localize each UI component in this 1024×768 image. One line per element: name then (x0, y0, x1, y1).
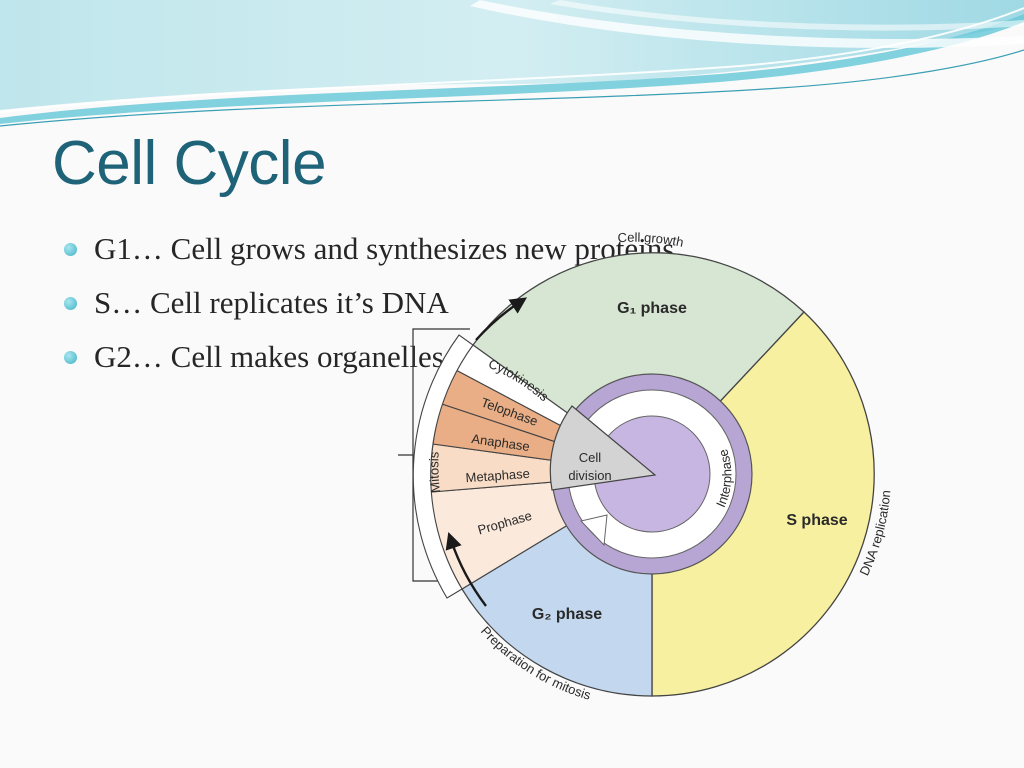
interphase-label: Interphase (713, 447, 734, 509)
prep-arrow-icon (445, 532, 487, 607)
bullet-s: S… Cell replicates it’s DNA (64, 276, 743, 330)
bullet-dot-icon (64, 351, 77, 364)
s-phase-label: S phase (786, 512, 847, 529)
mitosis-rim (412, 334, 474, 599)
bullet-g1: G1… Cell grows and synthesizes new prote… (64, 222, 743, 276)
cell-growth-label: Cell growth (617, 230, 685, 250)
bullet-s-text: S… Cell replicates it’s DNA (94, 285, 449, 320)
g1-phase-label: G₁ phase (617, 300, 687, 317)
cell-division-wedge (549, 405, 657, 491)
metaphase-label: Metaphase (465, 466, 530, 485)
bullet-g1-text: G1… Cell grows and synthesizes new prote… (94, 231, 675, 266)
cell-division-label-line2: division (568, 468, 611, 483)
page-title: Cell Cycle (52, 129, 327, 198)
s-phase-sector (651, 311, 875, 697)
bullet-dot-icon (64, 243, 77, 256)
cell-division-label-line1: Cell (579, 450, 602, 465)
bullet-dot-icon (64, 297, 77, 310)
mitosis-label: Mitosis (426, 451, 443, 494)
interphase-cycle-arrow-icon (580, 514, 608, 547)
cell-cycle-diagram: G₁ phase S phase G₂ phase Cell growth DN… (398, 230, 893, 703)
growth-arrow-icon (475, 297, 528, 341)
g2-phase-label: G₂ phase (532, 606, 602, 623)
header-wave-decoration (0, 0, 1024, 127)
g1-phase-sector (472, 252, 805, 475)
